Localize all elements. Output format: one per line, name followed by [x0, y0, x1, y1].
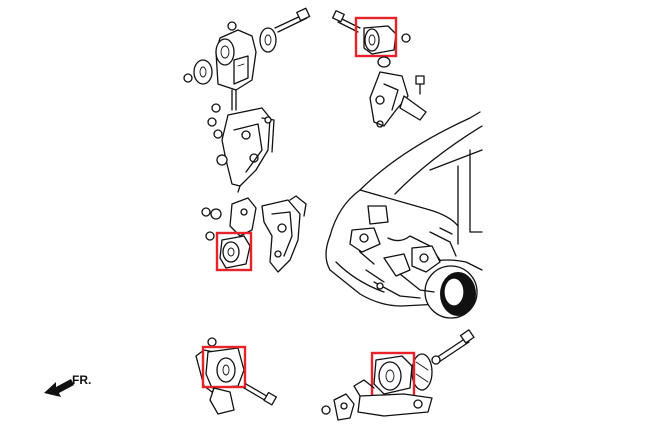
front-direction-indicator: FR. — [44, 373, 91, 397]
car-front-outline — [325, 111, 483, 319]
nut-icon — [183, 73, 193, 83]
engine-side-mount-assembly — [183, 7, 311, 193]
lower-left-mount-assembly — [195, 337, 277, 415]
lower-right-bushing — [373, 355, 413, 395]
lower-left-bushing — [205, 347, 245, 389]
direction-label: FR. — [72, 373, 91, 387]
highlight-lower-left-mount — [201, 345, 247, 389]
top-bolt — [274, 7, 311, 33]
washer-right — [259, 27, 277, 53]
lower-right-mount-assembly — [321, 329, 475, 421]
mount-body-top — [215, 29, 257, 91]
mid-left-mount-assembly — [201, 195, 307, 273]
nut-icon — [227, 21, 237, 31]
highlight-upper-mount — [354, 16, 398, 58]
side-bracket — [216, 107, 275, 193]
engine-bay-mount-upper — [367, 205, 389, 225]
mid-bushing — [219, 235, 251, 269]
upper-right-mount-assembly — [332, 10, 427, 128]
arrow-left-icon — [44, 379, 74, 397]
washer-left — [193, 59, 213, 85]
upper-bushing — [363, 25, 397, 55]
highlight-mid-mount — [215, 231, 253, 272]
